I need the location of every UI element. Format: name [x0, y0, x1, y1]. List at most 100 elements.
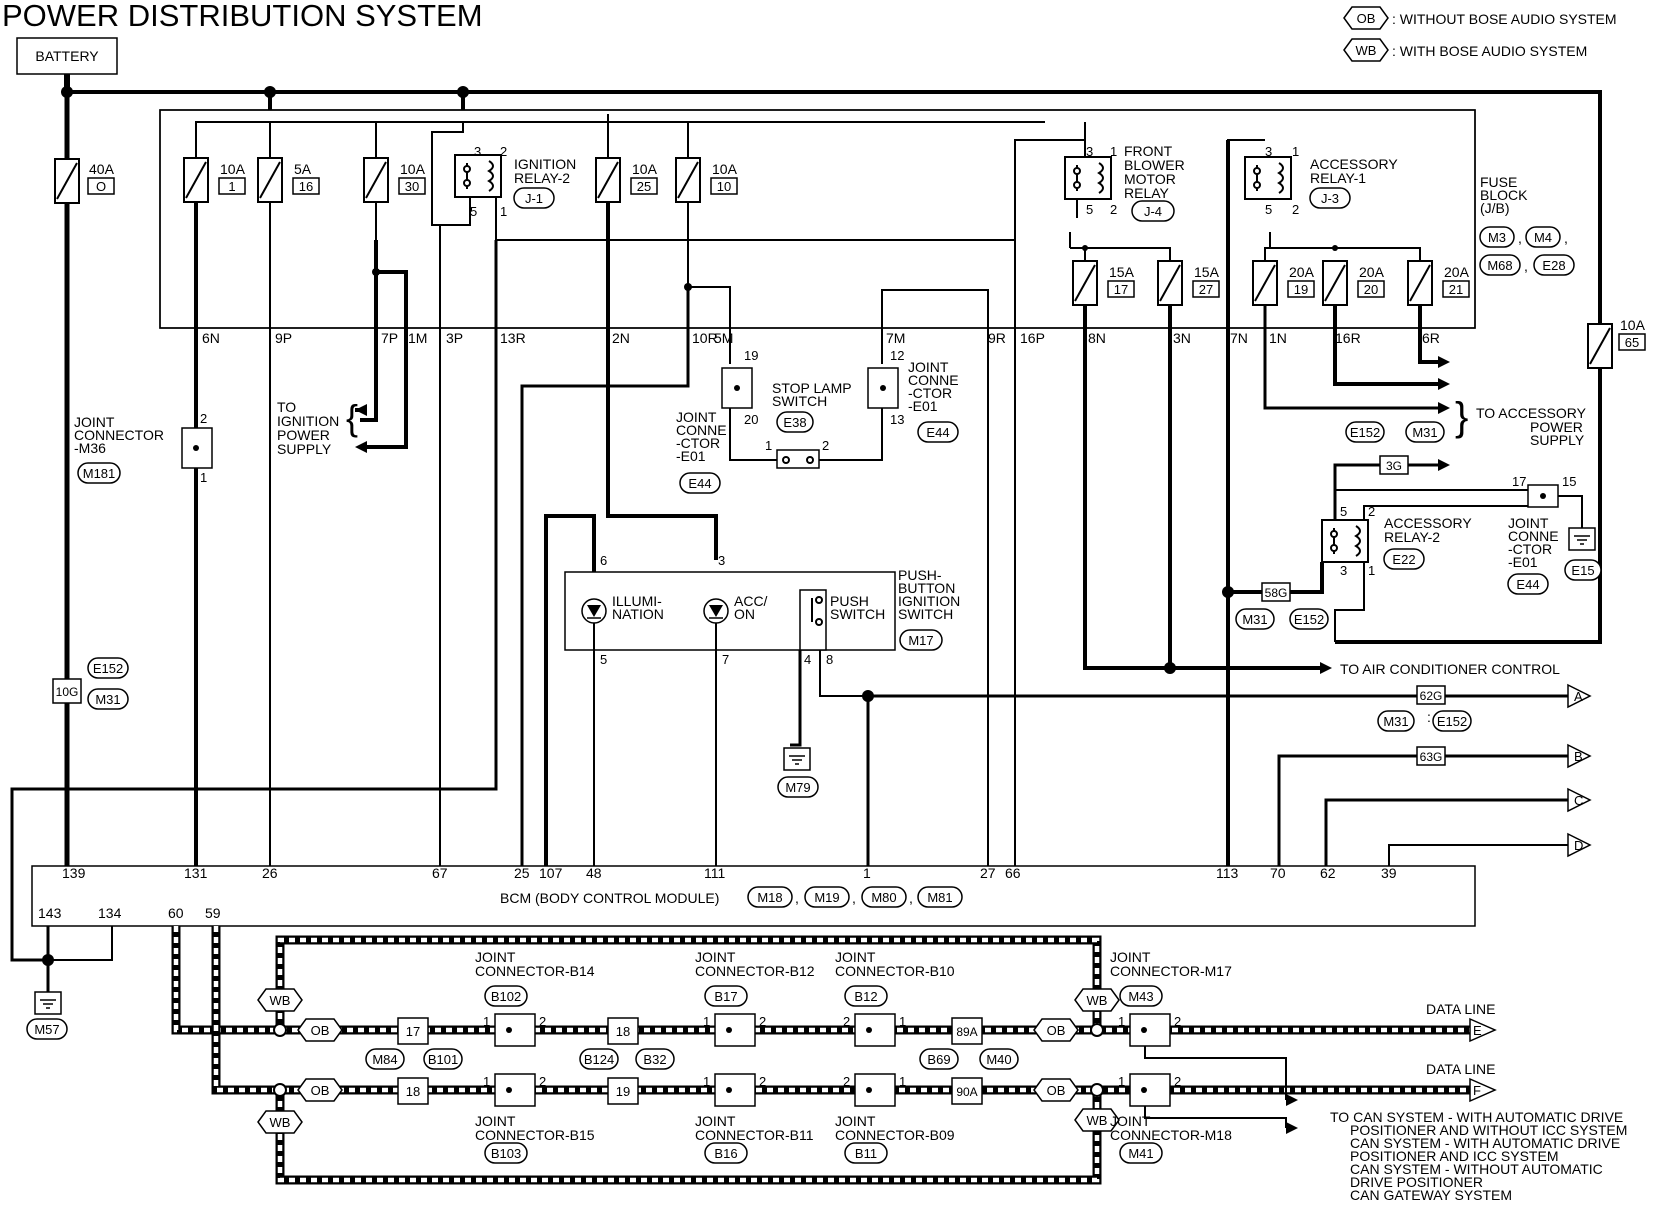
blower-relay-pin	[1073, 167, 1081, 175]
can-conn-b101	[423, 1048, 463, 1070]
joint-connector-conn-B16-label: B16	[714, 1146, 737, 1161]
accessory-relay-1-name: ACCESSORY	[1310, 156, 1398, 172]
joint-e01-label-b: -E01	[908, 398, 938, 414]
pin: 6	[600, 553, 607, 568]
bcm-pin-113: 113	[1216, 865, 1239, 881]
blower-relay-coil	[1097, 162, 1104, 194]
can-conn-89a	[951, 1017, 983, 1045]
wb-tag-label: WB	[270, 993, 291, 1008]
w	[818, 407, 883, 461]
fb-conn-m4	[1525, 226, 1561, 248]
wire-1n	[1263, 305, 1438, 410]
jb-fuse-16-rating: 5A	[294, 161, 312, 177]
pin: 1	[1368, 563, 1375, 578]
wire-can-1	[1144, 1046, 1287, 1088]
to-ignition-label: SUPPLY	[277, 441, 332, 457]
accessory-relay-2-pin	[1330, 530, 1338, 538]
blower-relay-conn-label: J-4	[1144, 204, 1162, 219]
wb-tag-label: WB	[1087, 1113, 1108, 1128]
pin: 3	[474, 144, 481, 159]
arrow-b	[1567, 743, 1592, 769]
legend-ob-code	[1343, 6, 1389, 30]
can-conn-90a	[951, 1077, 983, 1105]
jb-fuse-19-element	[1254, 264, 1276, 302]
joint-e01-label-a: CONNE	[676, 422, 727, 438]
jb-fuse-1-element	[185, 161, 207, 199]
fb-conn-m4-label: M4	[1534, 230, 1552, 245]
joint-connector-name-B16: JOINT	[695, 1113, 736, 1129]
pin: 2	[822, 438, 829, 453]
blower-relay-pin2	[1073, 181, 1081, 189]
arrow-acc3	[1438, 356, 1450, 368]
pin: 13	[890, 412, 904, 427]
bcm-conn-M80	[861, 886, 907, 908]
pin: 2	[539, 1074, 546, 1089]
joint-connector-box-B11	[854, 1073, 896, 1107]
ignition-relay-conn-label: J-1	[525, 191, 543, 206]
jb-fuse-27-rating: 15A	[1194, 264, 1220, 280]
arrow-f-label: F	[1473, 1083, 1481, 1098]
blower-relay-conn	[1131, 200, 1175, 222]
joint-connector-conn-B12-label: B12	[854, 989, 877, 1004]
wire-2n	[606, 202, 718, 560]
fb-conn-m68	[1479, 254, 1521, 276]
joint-connector-name-B11: CONNECTOR-B09	[835, 1127, 955, 1143]
dot	[506, 1087, 512, 1093]
jb-fuse-1-rating: 10A	[220, 161, 246, 177]
joint-e01-label-a: -E01	[676, 448, 706, 464]
jb-terminal-7P: 7P	[381, 330, 398, 346]
conn-3g	[1379, 455, 1409, 475]
pin: 2	[1174, 1074, 1181, 1089]
wire-1m	[360, 270, 408, 449]
fuse-block-outline	[159, 109, 1476, 329]
to-accessory-label: TO ACCESSORY	[1476, 405, 1587, 421]
blower-relay-name: RELAY	[1124, 185, 1170, 201]
conn-62g	[1416, 685, 1446, 705]
arrow-can-2	[1286, 1122, 1298, 1134]
joint-m36-label: JOINT	[74, 414, 115, 430]
legend-wb-code	[1343, 38, 1389, 62]
wire-b	[1277, 754, 1568, 870]
illum-diode	[587, 605, 601, 617]
fuse-block-label: (J/B)	[1480, 200, 1510, 216]
can-conn-b69-label: B69	[927, 1052, 950, 1067]
jb-terminal-7N: 7N	[1230, 330, 1248, 346]
sw	[782, 456, 790, 464]
joint-connector-conn-M43	[1119, 985, 1163, 1007]
joint-connector-conn-B17-label: B17	[714, 989, 737, 1004]
ground-m79	[783, 747, 811, 771]
illumination-label: ILLUMI-	[612, 593, 662, 609]
pin: 1	[1110, 144, 1117, 159]
can-conn-18b-label: 18	[616, 1024, 630, 1039]
push-button-label: BUTTON	[898, 580, 955, 596]
ob-tag-label: OB	[1047, 1023, 1066, 1038]
joint-connector-name-B102: CONNECTOR-B14	[475, 963, 595, 979]
joint-m36-label: -M36	[74, 440, 106, 456]
jb-fuse-1-id	[218, 177, 246, 195]
stop-lamp-label: SWITCH	[772, 393, 827, 409]
wb-tag	[1074, 1108, 1120, 1132]
jb-fuse-21-id	[1442, 280, 1470, 298]
arrow-f	[1469, 1077, 1497, 1103]
pin: 4	[804, 652, 811, 667]
sw	[806, 456, 814, 464]
bcm-pin-67: 67	[432, 865, 448, 881]
ignition-relay-conn	[513, 187, 555, 209]
data-line-label-2: DATA LINE	[1426, 1061, 1496, 1077]
jb-fuse-10-rating: 10A	[712, 161, 738, 177]
ob-tag-label: OB	[311, 1023, 330, 1038]
jb-terminal-9P: 9P	[275, 330, 292, 346]
accessory-relay-2-conn	[1383, 548, 1425, 570]
conn-e152-b-label: E152	[1294, 612, 1324, 627]
accessory-relay-1-conn	[1309, 187, 1351, 209]
conn-10g-label: 10G	[56, 685, 79, 699]
joint-connector-name-M41: CONNECTOR-M18	[1110, 1127, 1232, 1143]
bcm-pin-143: 143	[38, 905, 62, 921]
conn-m31-b-label: M31	[1242, 612, 1267, 627]
jb-fuse-17-id	[1107, 280, 1135, 298]
conn-m31-c-label: M31	[95, 692, 120, 707]
bcm-pin-107: 107	[539, 865, 563, 881]
wb-tag	[1074, 988, 1120, 1012]
wire-gnd	[790, 650, 802, 747]
joint-connector-conn-B102	[484, 985, 528, 1007]
